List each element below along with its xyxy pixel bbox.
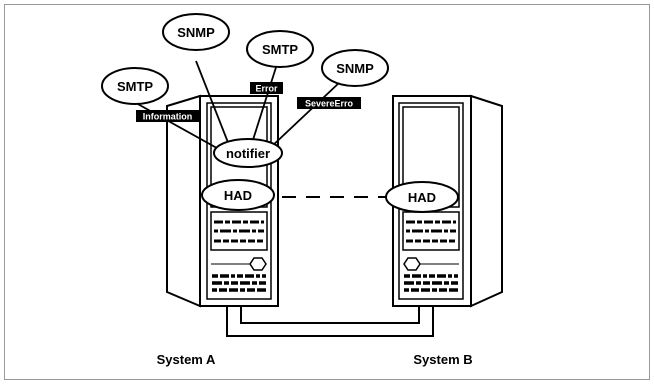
severity-tag-severe-error: SevereErro: [297, 97, 361, 109]
system-a-label: System A: [157, 352, 216, 367]
severity-tag-label: Error: [255, 84, 278, 94]
had-agent-b: HAD: [385, 181, 459, 213]
snmp-target-right: SNMP: [321, 49, 389, 87]
notifier-label: notifier: [226, 146, 270, 161]
snmp-target-top: SNMP: [162, 13, 230, 51]
severity-tag-label: SevereErro: [305, 99, 354, 109]
had-label: HAD: [408, 190, 436, 205]
severity-tag-information: Information: [136, 110, 199, 122]
severity-tag-error: Error: [250, 82, 283, 94]
snmp-label: SNMP: [177, 25, 215, 40]
snmp-label: SNMP: [336, 61, 374, 76]
smtp-label: SMTP: [262, 42, 298, 57]
smtp-target-left: SMTP: [101, 67, 169, 105]
system-b-label: System B: [413, 352, 472, 367]
had-agent-a: HAD: [201, 179, 275, 211]
severity-tag-label: Information: [143, 112, 193, 122]
notifier-process: notifier: [213, 138, 283, 168]
cable-loop-icon: [226, 306, 434, 337]
had-label: HAD: [224, 188, 252, 203]
smtp-target-middle: SMTP: [246, 30, 314, 68]
smtp-label: SMTP: [117, 79, 153, 94]
